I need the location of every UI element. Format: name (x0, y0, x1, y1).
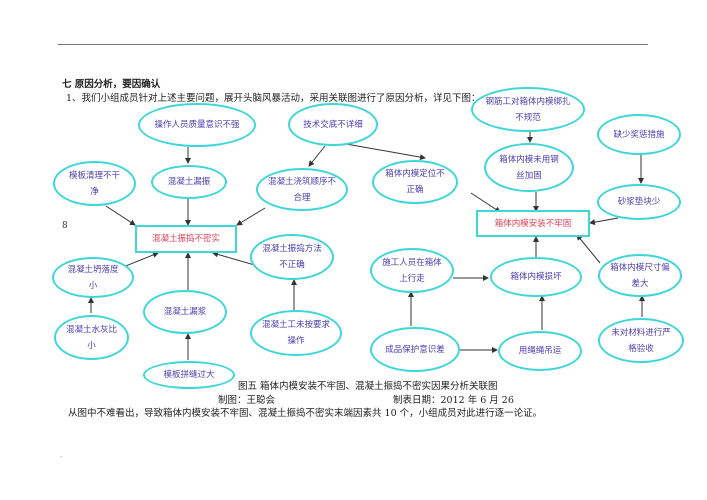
node-rebar-binding: 钢筋工对箱体内模绑扎不规范 (471, 87, 585, 132)
maker-label: 制图：王聪会 (218, 395, 276, 406)
node-no-reward-penalty: 缺少奖惩措施 (597, 114, 681, 155)
node-worker-not-following: 混凝土工未按要求操作 (250, 310, 342, 356)
footer-mark: - (60, 452, 63, 461)
node-vibration-method: 混凝土振捣方法不正确 (250, 234, 334, 280)
node-operator-quality-awareness: 操作人员质量意识不强 (138, 103, 256, 147)
node-few-mortar-pads: 砂浆垫块少 (597, 184, 681, 220)
node-material-inspection: 未对材料进行严格验收 (598, 318, 684, 363)
node-protection-awareness: 成品保护意识差 (370, 327, 460, 372)
node-no-wire-reinforcement: 箱体内模未用钢丝加固 (484, 143, 574, 192)
date-label: 制表日期：2012 年 6 月 26 (393, 395, 514, 406)
node-formwork-not-clean: 模板清理不干净 (53, 161, 136, 206)
node-formwork-gap: 模板拼缝过大 (143, 361, 235, 389)
figure-caption: 图五 箱体内模安装不牢固、混凝土振捣不密实因果分析关联图 (238, 381, 498, 392)
node-water-cement-ratio: 混凝土水灰比小 (54, 315, 129, 360)
intro-paragraph: 1、我们小组成员针对上述主要问题，展开头脑风暴活动，采用关联图进行了原因分析，详… (66, 93, 481, 104)
node-workers-walking: 施工人员在箱体上行走 (370, 248, 454, 293)
node-technical-briefing: 技术交底不详细 (288, 103, 378, 146)
node-mold-size-deviation: 箱体内模尺寸偏差大 (598, 254, 682, 297)
page-marker: 8 (62, 221, 68, 231)
section-heading: 七 原因分析，要因确认 (62, 79, 161, 90)
node-pour-sequence: 混凝土浇筑顺序不合理 (256, 168, 348, 211)
node-concrete-grout-leak: 混凝土漏浆 (143, 290, 227, 334)
problem-inner-mold-install: 箱体内模安装不牢固 (476, 210, 590, 237)
node-concrete-missed-vibration: 混凝土漏振 (151, 165, 227, 199)
node-positioning-incorrect: 箱体内模定位不正确 (372, 160, 458, 204)
node-rope-hoisting: 用绳绳吊运 (498, 331, 582, 371)
header-rule (58, 44, 648, 45)
conclusion-paragraph: 从图中不难看出，导致箱体内模安装不牢固、混凝土振捣不密实末端因素共 10 个，小… (68, 408, 543, 419)
node-inner-mold-damaged: 箱体内模损坏 (490, 257, 582, 297)
problem-concrete-vibration: 混凝土振捣不密实 (135, 225, 237, 253)
node-concrete-slump-low: 混凝土坍落度小 (52, 257, 134, 298)
